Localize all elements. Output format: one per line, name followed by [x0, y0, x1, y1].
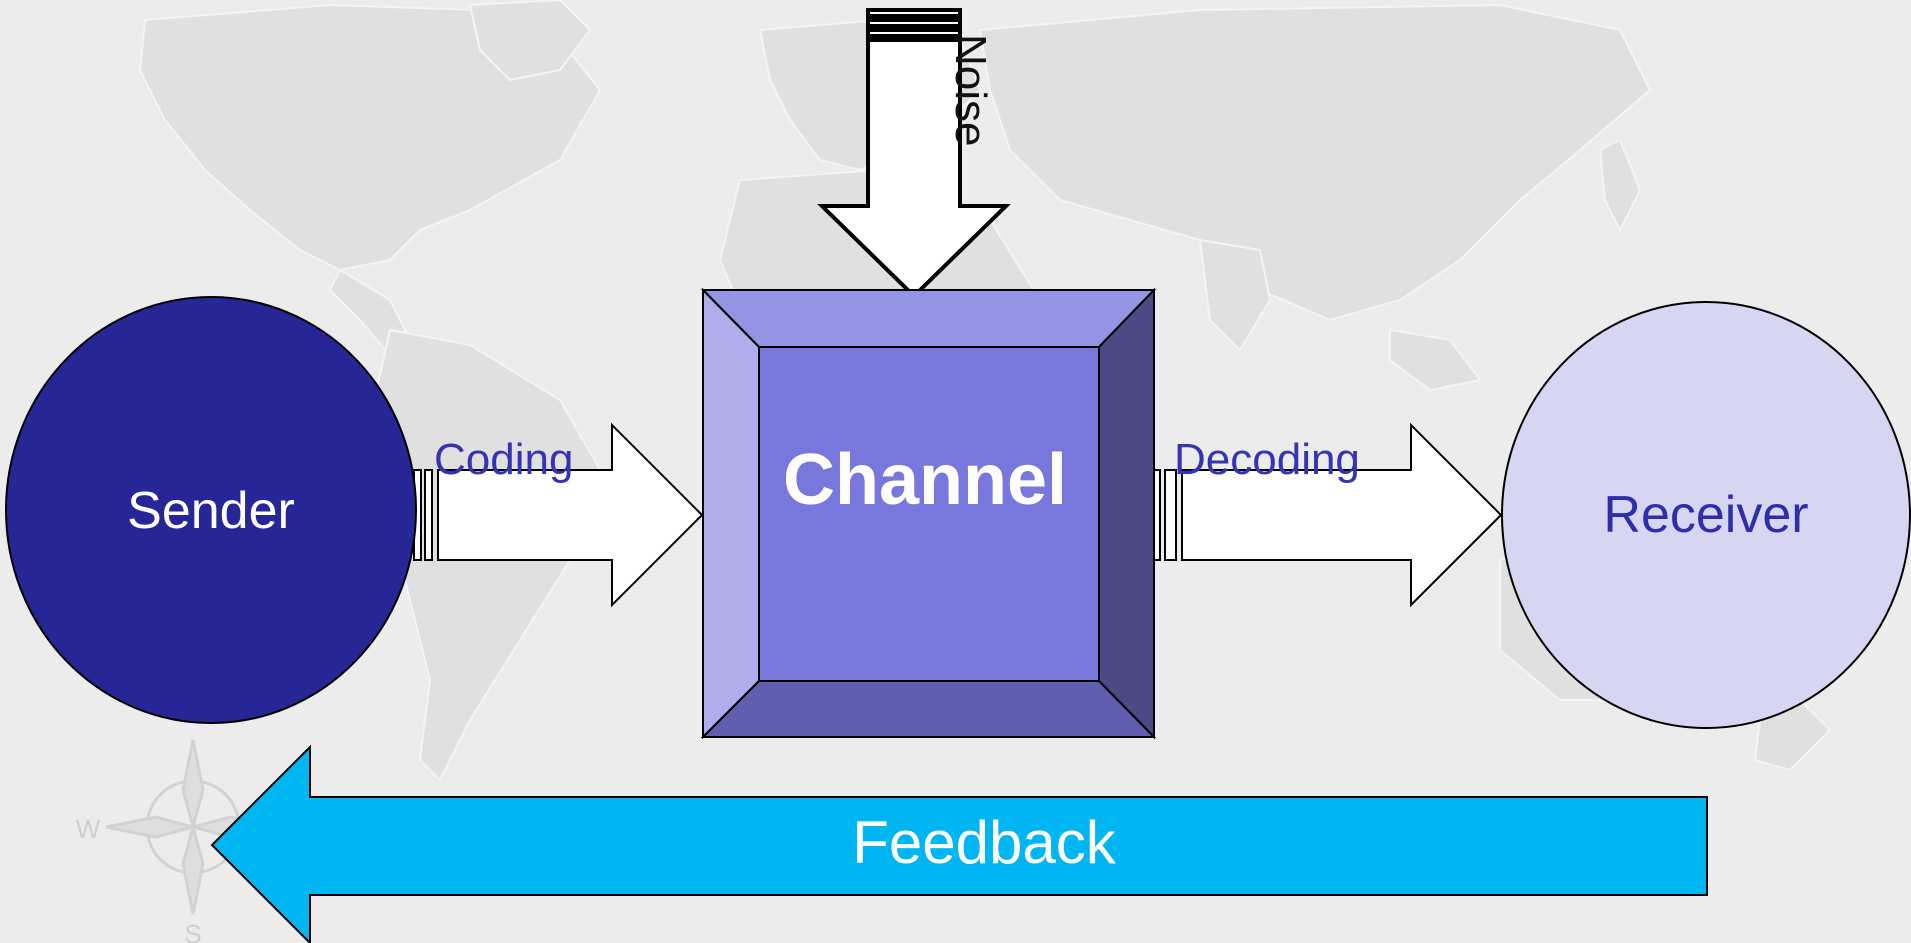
channel-bevel-right: [1098, 287, 1155, 740]
noise-label: Noise: [946, 34, 995, 147]
coding-label: Coding: [434, 435, 573, 484]
sender-label: Sender: [127, 482, 295, 540]
channel-face: [758, 346, 1100, 682]
feedback-label: Feedback: [852, 809, 1116, 876]
channel-bevel-top: [700, 289, 1157, 348]
decoding-label: Decoding: [1174, 435, 1360, 484]
decoding-arrow: [1152, 422, 1503, 608]
feedback-arrow: [210, 744, 1708, 943]
channel-label: Channel: [783, 440, 1067, 520]
compass-west-label: W: [76, 814, 101, 844]
channel-bevel-bottom: [700, 680, 1157, 738]
channel-bevel-left: [702, 287, 760, 740]
compass-south-label: S: [184, 919, 201, 943]
channel-box: [700, 287, 1157, 740]
receiver-circle: [1501, 301, 1911, 729]
noise-arrow: [817, 8, 1011, 299]
sender-circle: [5, 296, 417, 724]
coding-arrow: [413, 422, 704, 608]
receiver-label: Receiver: [1603, 486, 1808, 544]
